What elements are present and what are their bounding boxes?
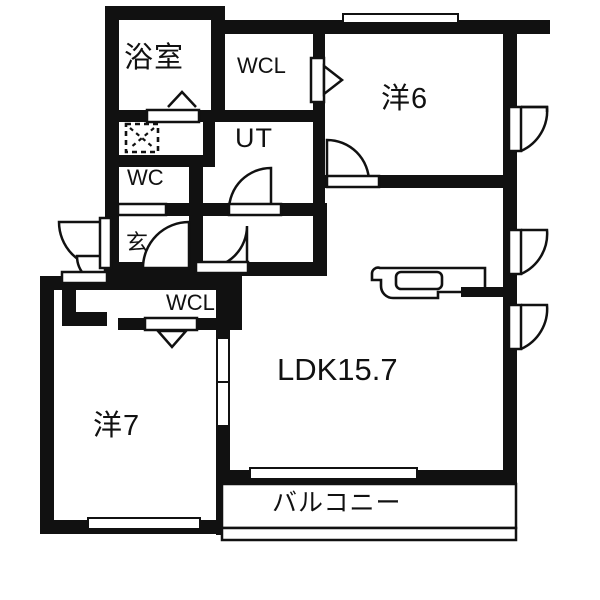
room-label-ldk: LDK15.7 — [277, 352, 398, 387]
kitchen-counter-icon — [370, 266, 504, 300]
sliding-door-yo7-ldk — [216, 337, 230, 427]
room-label-entrance: 玄 — [126, 230, 149, 255]
wcl-top-door — [309, 56, 345, 104]
balcony-outline — [220, 482, 518, 542]
room-label-western-6: 洋6 — [381, 83, 429, 115]
washer-space-icon — [124, 122, 160, 154]
room-label-wcl-top: WCL — [237, 53, 286, 78]
room-label-utility: UT — [235, 123, 273, 153]
room-label-wcl-bottom: WCL — [166, 290, 215, 315]
room-label-bathroom: 浴室 — [124, 42, 185, 74]
bathroom-door — [145, 90, 201, 124]
openings — [87, 13, 459, 530]
wcl-bottom-door — [143, 316, 199, 349]
door-panels — [60, 174, 381, 285]
room-label-balcony: バルコニー — [272, 489, 402, 517]
room-label-toilet: WC — [127, 165, 164, 190]
room-label-western-7: 洋7 — [93, 410, 141, 442]
exterior-window-doors — [507, 105, 549, 351]
